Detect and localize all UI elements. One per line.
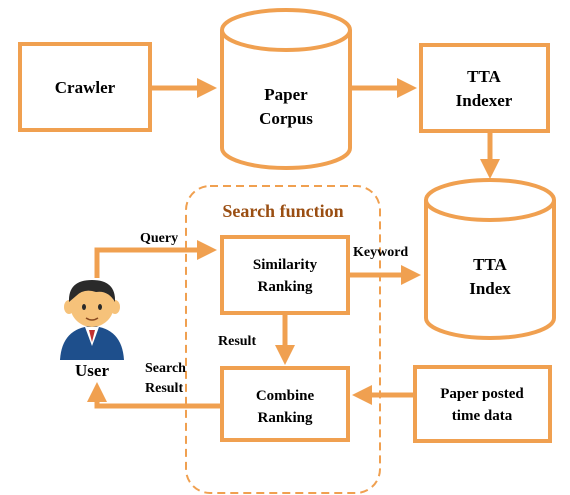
combine-ranking-label-1: Combine — [256, 388, 315, 404]
similarity-ranking-label-1: Similarity — [253, 257, 318, 273]
paper-corpus-label-1: Paper — [264, 85, 308, 104]
tta-index-cylinder — [424, 178, 556, 340]
arrow-user-to-similarity — [94, 240, 217, 278]
crawler-box — [18, 42, 152, 132]
tta-indexer-label-2: Indexer — [456, 91, 513, 110]
crawler-label: Crawler — [55, 78, 116, 97]
paper-corpus-cylinder — [220, 8, 352, 170]
similarity-ranking-label-2: Ranking — [257, 279, 313, 295]
tta-indexer-label-1: TTA — [467, 67, 501, 86]
keyword-label: Keyword — [353, 245, 408, 260]
similarity-ranking-box — [220, 235, 350, 315]
arrow-combine-to-user — [87, 382, 222, 409]
paper-posted-box — [413, 365, 552, 443]
user-avatar-icon — [60, 280, 124, 360]
search-function-group — [185, 185, 381, 494]
group-title: Search function — [222, 201, 343, 221]
result-label: Result — [218, 334, 256, 349]
combine-ranking-label-2: Ranking — [257, 410, 313, 426]
user-label: User — [75, 361, 109, 380]
combine-ranking-box — [220, 366, 350, 442]
tta-index-label-2: Index — [469, 279, 511, 298]
query-label: Query — [140, 231, 178, 246]
paper-posted-label-2: time data — [452, 408, 513, 424]
search-result-label-1: Search — [145, 361, 186, 376]
paper-posted-label-1: Paper posted — [440, 386, 524, 402]
tta-indexer-box — [419, 43, 550, 133]
tta-index-label-1: TTA — [473, 255, 507, 274]
paper-corpus-label-2: Corpus — [259, 109, 313, 128]
search-result-label-2: Result — [145, 381, 183, 396]
